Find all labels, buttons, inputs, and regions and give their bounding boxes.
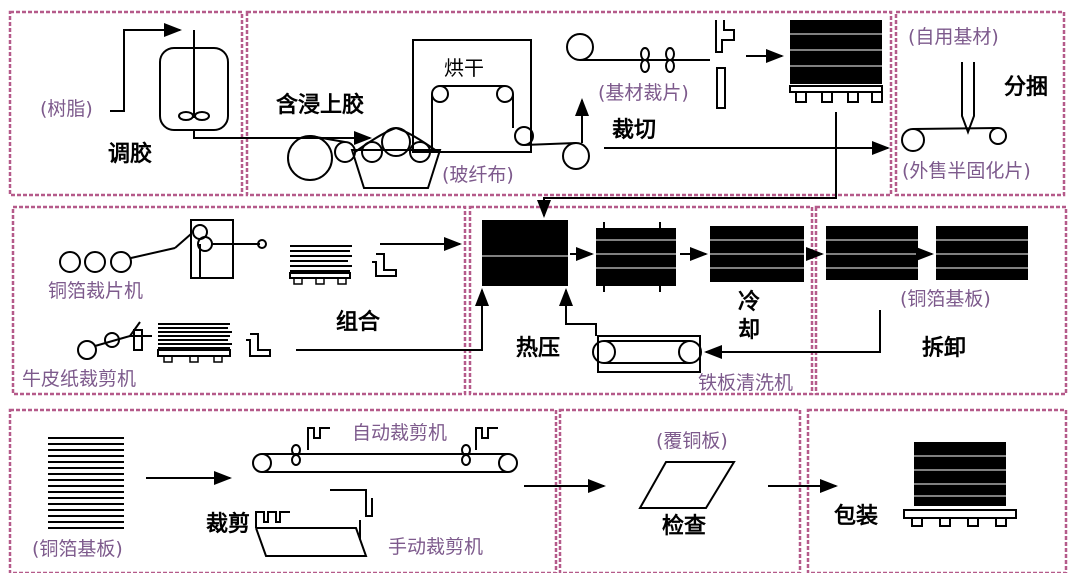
drying-label: 烘干 [444, 56, 484, 80]
dismantle-label: 拆卸 [922, 336, 967, 361]
hot-press-label: 热压 [516, 336, 561, 361]
copper-cutter-label: 铜箔裁片机 [48, 280, 144, 302]
clad-board-label: (覆铜板) [656, 430, 728, 452]
ccl-sheet-stack-icon [48, 437, 124, 529]
inspect-label: 检查 [662, 514, 707, 539]
combine-arrow-bottom [296, 288, 489, 351]
auto-cutter-conveyor-icon [252, 427, 518, 473]
bundle-label: 分捆 [1004, 75, 1049, 100]
stack-to-press-line [537, 112, 837, 218]
substrate-stack-icon [789, 20, 883, 103]
cutting-label: 裁切 [612, 118, 657, 143]
ccl-label-shearing: (铜箔基板) [32, 538, 123, 560]
mixing-label: 调胶 [108, 142, 153, 167]
section-frame-dismantle [814, 205, 1068, 396]
hot-press-icon [482, 220, 568, 286]
manual-cutter-icon [255, 489, 373, 557]
glass-cloth-label: (玻纤布) [442, 164, 514, 186]
drying-oven-box [412, 39, 532, 153]
substrate-cutter-icon [566, 20, 735, 109]
section-frame-combination [11, 205, 467, 396]
section-frame-bundling [894, 10, 1066, 197]
kraft-paper-stack-icon [157, 323, 271, 363]
resin-feed-line [110, 23, 182, 112]
own-substrate-label: (自用基材) [908, 26, 999, 48]
copper-foil-cutter-icon [59, 219, 267, 279]
substrate-cut-label: (基材裁片) [598, 82, 689, 104]
prepreg-label: (外售半固化片) [902, 160, 1031, 182]
section-frame-mixing [8, 10, 244, 197]
section-frame-inspection [558, 408, 802, 573]
section-frame-packing [806, 408, 1068, 573]
glue-bath-icon [350, 126, 442, 189]
manual-cutter-label: 手动裁剪机 [388, 536, 484, 558]
mixing-tank-icon [159, 30, 229, 131]
section-frame-shearing [8, 408, 558, 573]
shearing-label: 裁剪 [206, 512, 251, 537]
foil-stack-icon [289, 245, 397, 285]
impregnate-label: 含浸上胶 [276, 93, 365, 118]
drying-rollers-icon [431, 85, 590, 170]
plate-washer-label: 铁板清洗机 [698, 372, 794, 394]
kraft-paper-cutter-icon [77, 321, 152, 360]
glue-outlet-line [193, 131, 372, 145]
ccl-label-dismantle: (铜箔基板) [900, 288, 991, 310]
resin-label: (树脂) [40, 98, 93, 120]
plate-washer-icon [592, 335, 702, 373]
bundling-machine-icon [901, 62, 1007, 152]
dismantle-stack-2-icon [936, 226, 1028, 280]
section-frame-pressing [468, 205, 814, 396]
washer-return-line [559, 288, 597, 336]
cooled-stack-icon [710, 226, 804, 282]
auto-cutter-label: 自动裁剪机 [352, 422, 448, 444]
cooling-label-1: 冷 [738, 290, 761, 315]
section-frame-impregnation [245, 10, 893, 197]
clad-board-icon [638, 461, 736, 509]
kraft-cutter-label: 牛皮纸裁剪机 [22, 368, 137, 390]
packing-label: 包装 [834, 504, 879, 529]
combine-label: 组合 [336, 310, 381, 335]
washer-feed-line [704, 310, 881, 359]
packing-stack-icon [903, 442, 1017, 527]
cooling-label-2: 却 [738, 318, 761, 343]
cooling-press-icon [596, 222, 676, 292]
dismantle-stack-1-icon [826, 226, 918, 280]
glass-cloth-roll-icon [287, 135, 356, 181]
